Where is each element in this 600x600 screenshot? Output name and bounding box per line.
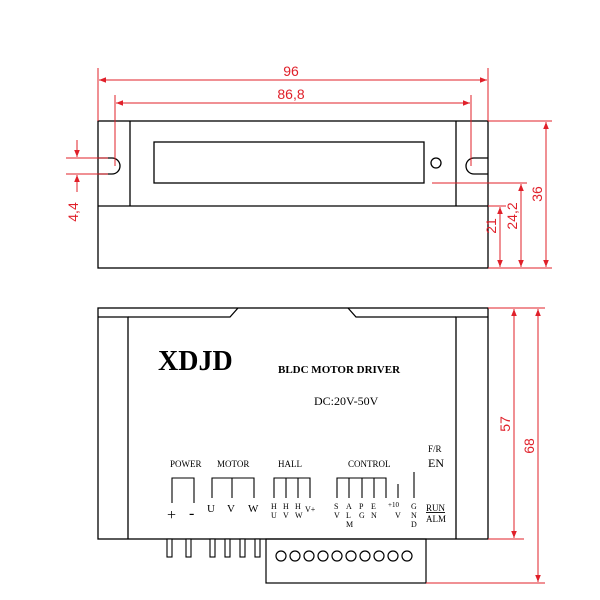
fr-label: F/R	[428, 444, 442, 454]
alm-label: ALM	[426, 514, 446, 524]
pin-pg-bottom: G	[359, 511, 365, 520]
pin-alm-1: A	[346, 502, 352, 511]
dim-height-68	[426, 309, 545, 584]
dim-height-21	[488, 205, 552, 269]
pin-motor-u: U	[207, 503, 215, 515]
top-view: 96 86,8 4,4 21 24,2	[65, 63, 552, 269]
pin-hall-vplus: V+	[305, 505, 316, 514]
group-label-power: POWER	[170, 459, 202, 469]
pin-hall-w-top: H	[295, 502, 301, 511]
group-label-control: CONTROL	[348, 459, 391, 469]
dim-label-21: 21	[483, 218, 499, 234]
dim-label-57: 57	[497, 416, 513, 432]
pin-en-bottom: N	[371, 511, 377, 520]
pin-10v-top: +10	[388, 501, 399, 509]
dim-hole-diameter	[66, 140, 108, 192]
dim-height-57	[488, 307, 545, 540]
dim-label-86-8: 86,8	[277, 86, 304, 102]
pin-gnd-2: N	[411, 511, 417, 520]
pin-en-top: E	[371, 502, 376, 511]
dim-label-36: 36	[529, 186, 545, 202]
dim-height-36	[488, 120, 552, 267]
brand-logo-text: XDJD	[158, 346, 233, 377]
group-label-motor: MOTOR	[217, 459, 249, 469]
dim-width-holes	[114, 95, 472, 166]
pin-gnd-3: D	[411, 520, 417, 529]
pin-hall-u-top: H	[271, 502, 277, 511]
pin-group-brackets	[171, 472, 415, 503]
pin-alm-2: L	[346, 511, 351, 520]
pin-gnd-1: G	[411, 502, 417, 511]
pin-alm-3: M	[346, 520, 353, 529]
pin-labels: + - U V W H U H V H W V+ S V A L M P G E…	[167, 501, 446, 529]
pin-hall-v-bottom: V	[283, 511, 289, 520]
pin-hall-w-bottom: W	[295, 511, 303, 520]
indicator-hole	[430, 157, 442, 169]
pin-motor-v: V	[227, 503, 235, 515]
dim-height-24-2	[432, 182, 527, 267]
dim-width-overall	[97, 68, 489, 121]
dim-label-24-2: 24,2	[504, 202, 520, 229]
pin-10v-bottom: V	[395, 511, 401, 520]
dim-label-68: 68	[521, 438, 537, 454]
left-mounting-slot	[98, 157, 121, 175]
pin-sv-top: S	[334, 502, 338, 511]
dim-label-96: 96	[283, 63, 299, 79]
terminal-pins	[166, 538, 261, 558]
pin-hall-v-top: H	[283, 502, 289, 511]
front-view: XDJD BLDC MOTOR DRIVER DC:20V-50V POWER …	[97, 307, 545, 584]
pin-pg-top: P	[359, 502, 364, 511]
product-name: BLDC MOTOR DRIVER	[278, 364, 401, 376]
run-label: RUN	[426, 503, 446, 513]
right-mounting-slot	[465, 157, 488, 175]
en-label: EN	[428, 456, 444, 470]
pin-hall-u-bottom: U	[271, 511, 277, 520]
pin-power-minus: -	[189, 505, 194, 522]
control-terminal-block	[265, 538, 427, 584]
top-view-body	[97, 120, 489, 269]
pin-motor-w: W	[248, 503, 259, 515]
pin-sv-bottom: V	[334, 511, 340, 520]
pin-power-plus: +	[167, 507, 176, 524]
group-label-hall: HALL	[278, 459, 302, 469]
dim-label-4-4: 4,4	[65, 202, 81, 222]
voltage-rating: DC:20V-50V	[314, 394, 379, 408]
